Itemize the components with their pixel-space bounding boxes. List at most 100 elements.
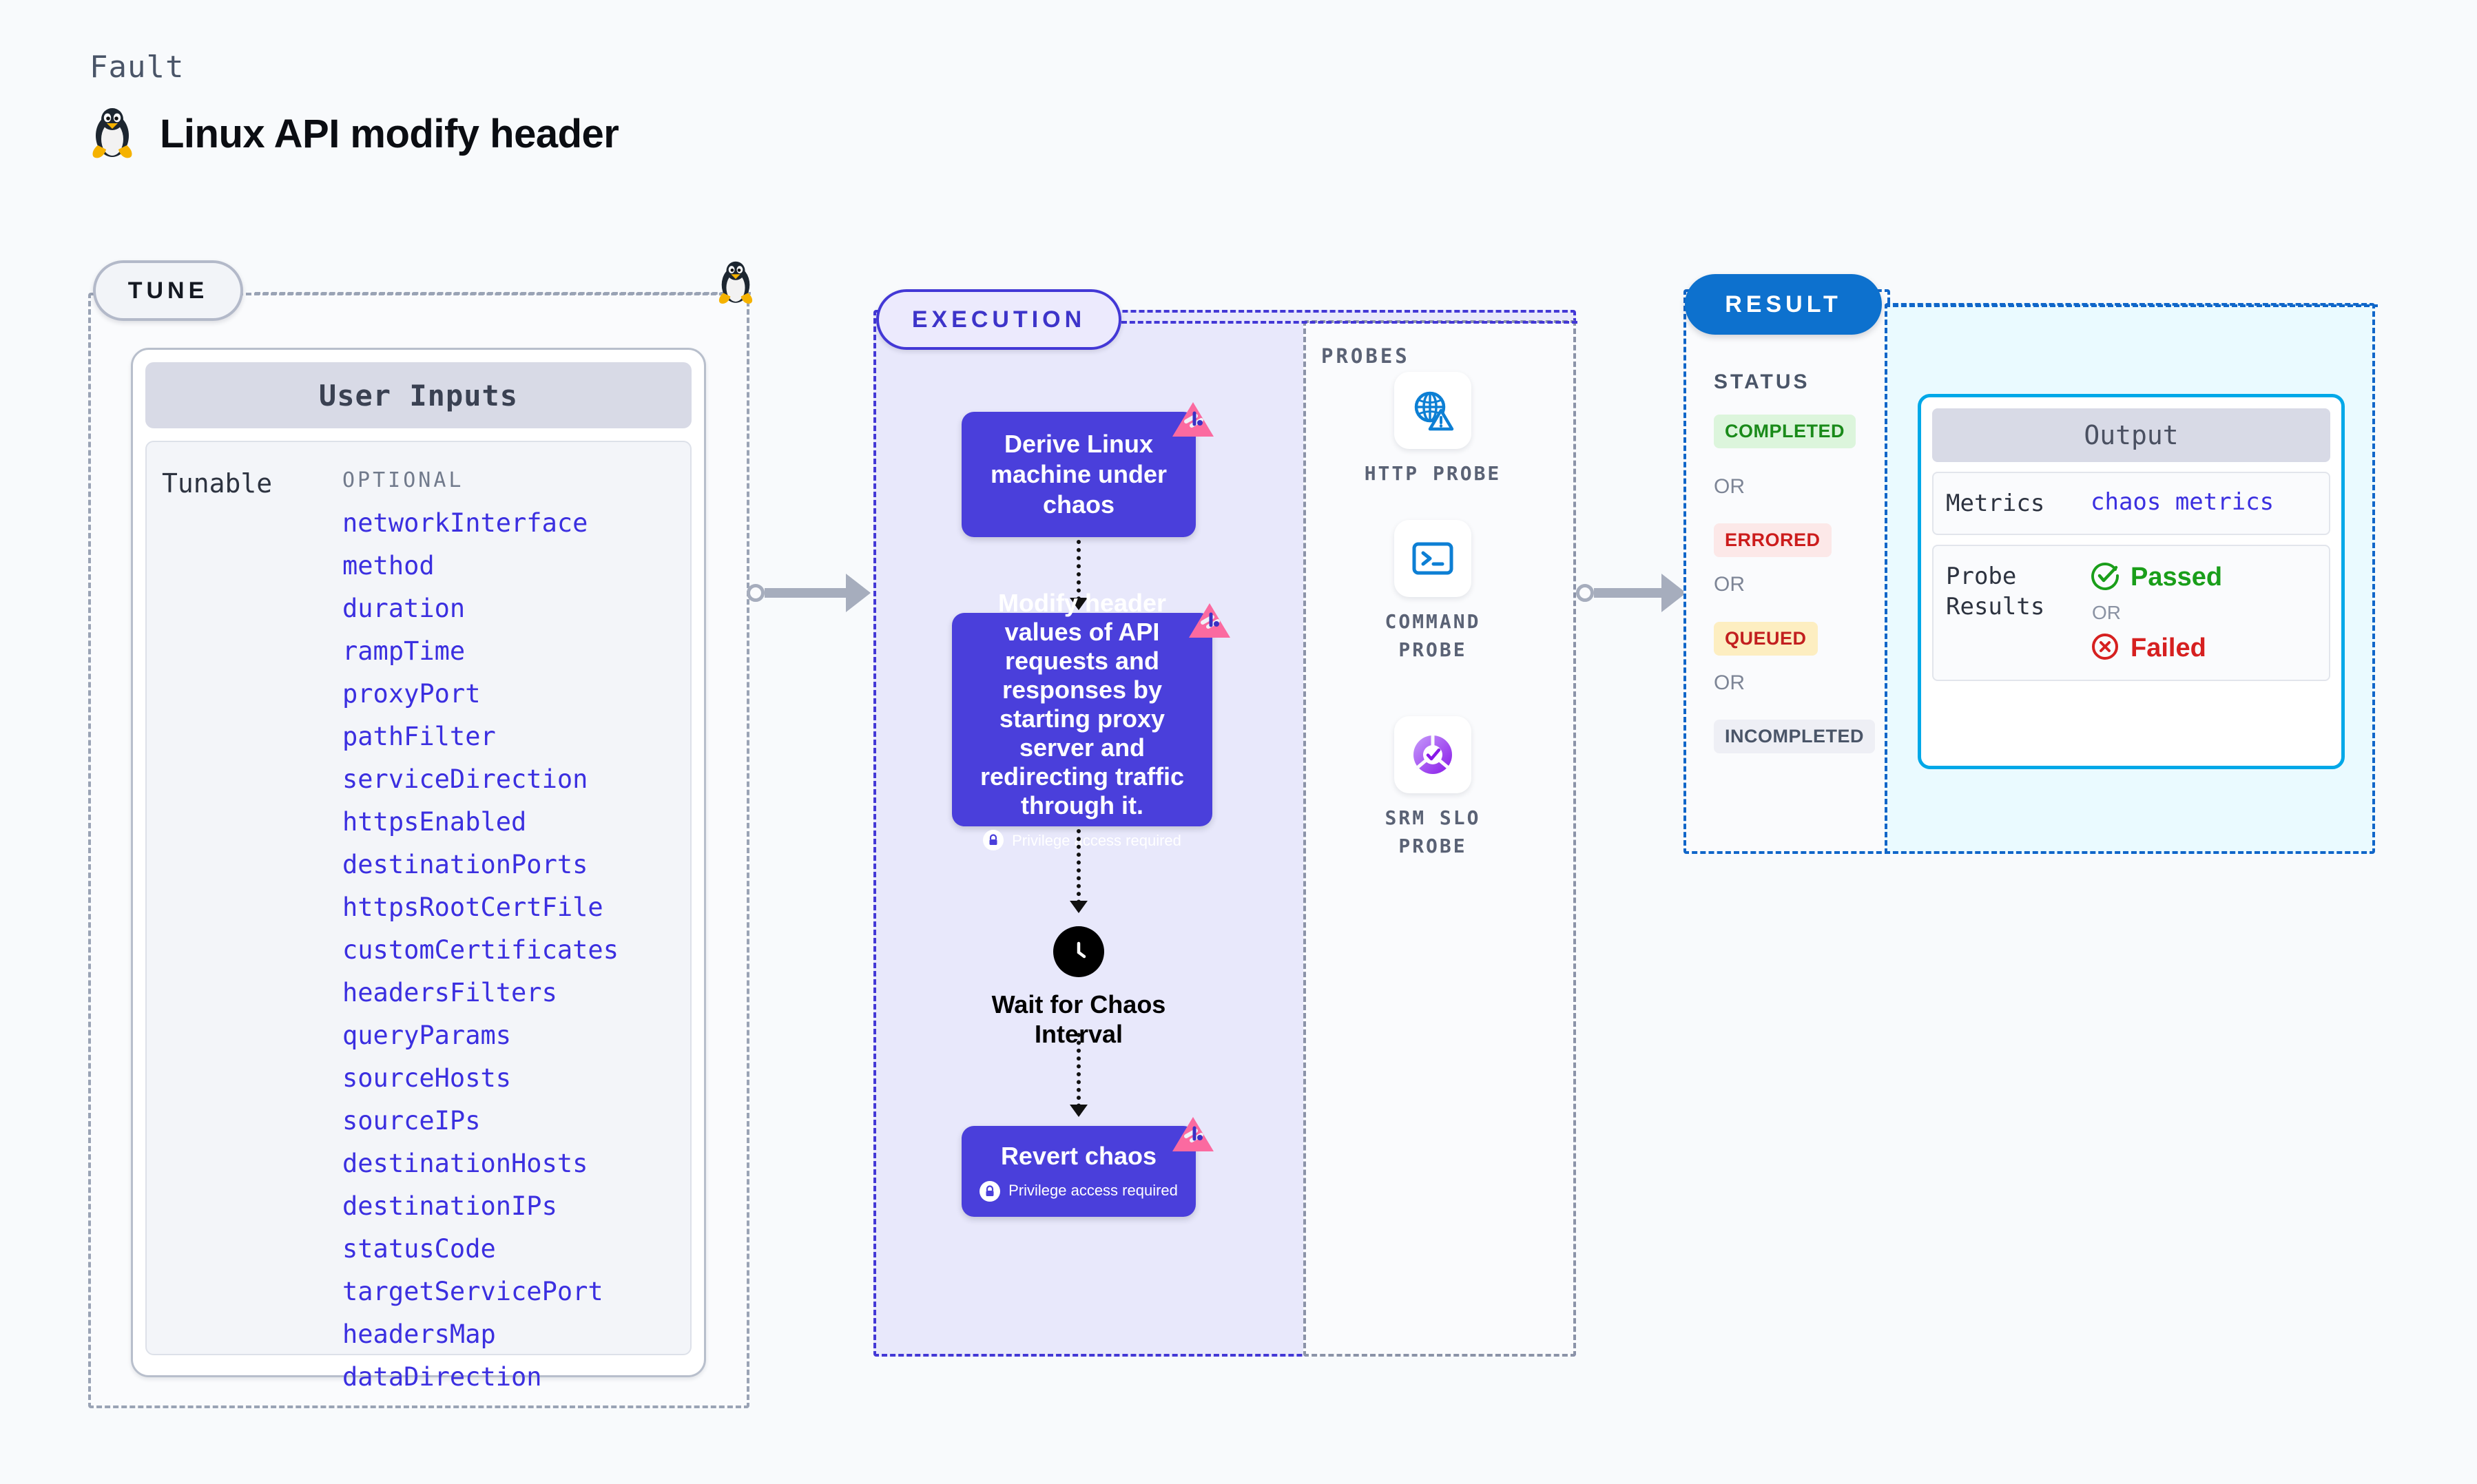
fault-kicker: Fault bbox=[90, 50, 185, 85]
output-probe-results-row: Probe Results Passed OR bbox=[1932, 545, 2330, 682]
param-item[interactable]: destinationPorts bbox=[342, 850, 588, 879]
tunable-label: Tunable bbox=[162, 468, 273, 499]
status-badge-queued: QUEUED bbox=[1714, 622, 1818, 656]
param-item[interactable]: queryParams bbox=[342, 1021, 512, 1050]
result-pill-connector bbox=[1885, 304, 2378, 307]
probes-subsection-container bbox=[1303, 320, 1576, 1357]
user-inputs-title: User Inputs bbox=[145, 362, 692, 428]
optional-label: OPTIONAL bbox=[342, 468, 464, 492]
param-item[interactable]: serviceDirection bbox=[342, 764, 588, 794]
flow-arrow-3 bbox=[1070, 1033, 1088, 1117]
probe-result-passed: Passed bbox=[2091, 561, 2317, 594]
globe-warning-icon bbox=[1394, 372, 1471, 449]
flow-node-wait-interval: Wait for Chaos Interval bbox=[962, 926, 1196, 1049]
output-title: Output bbox=[1932, 408, 2330, 462]
param-item[interactable]: httpsRootCertFile bbox=[342, 892, 603, 922]
flow-node-revert-chaos[interactable]: Revert chaos Privilege access required bbox=[962, 1126, 1196, 1217]
chaos-badge-icon bbox=[1171, 401, 1215, 441]
flow-node-modify-header[interactable]: Modify header values of API requests and… bbox=[952, 589, 1212, 851]
probe-label: HTTP PROBE bbox=[1364, 462, 1502, 485]
output-metrics-row: Metrics chaos metrics bbox=[1932, 472, 2330, 536]
param-item[interactable]: duration bbox=[342, 594, 466, 623]
connector-start-ring bbox=[747, 584, 765, 602]
param-item[interactable]: httpsEnabled bbox=[342, 807, 527, 837]
connector-bar bbox=[765, 588, 846, 598]
param-item[interactable]: sourceIPs bbox=[342, 1106, 481, 1136]
privilege-note: Privilege access required bbox=[980, 1180, 1178, 1202]
tune-to-execution-connector bbox=[747, 574, 871, 612]
probe-command[interactable]: COMMAND PROBE bbox=[1350, 520, 1515, 664]
execution-section-pill[interactable]: EXECUTION bbox=[876, 289, 1121, 350]
status-badge-incompleted: INCOMPLETED bbox=[1714, 720, 1876, 753]
param-item[interactable]: customCertificates bbox=[342, 935, 619, 965]
params-column: OPTIONAL networkInterface method duratio… bbox=[342, 468, 676, 1390]
connector-arrowhead bbox=[1661, 574, 1686, 612]
param-item[interactable]: rampTime bbox=[342, 636, 466, 666]
connector-bar bbox=[1594, 588, 1661, 598]
failed-label: Failed bbox=[2131, 634, 2206, 663]
terminal-icon bbox=[1394, 520, 1471, 597]
probe-label: COMMAND PROBE bbox=[1385, 610, 1481, 661]
execution-to-result-connector bbox=[1576, 574, 1686, 612]
probe-srm-slo[interactable]: SRM SLO PROBE bbox=[1350, 716, 1515, 860]
or-separator: OR bbox=[1714, 475, 1745, 498]
user-inputs-card: User Inputs Tunable OPTIONAL networkInte… bbox=[131, 348, 706, 1390]
status-badge-completed: COMPLETED bbox=[1714, 415, 1856, 448]
param-item[interactable]: networkInterface bbox=[342, 508, 588, 538]
or-separator: OR bbox=[1714, 671, 1745, 694]
param-item[interactable]: headersMap bbox=[342, 1319, 496, 1349]
result-section-container bbox=[1683, 289, 1890, 854]
connector-start-ring bbox=[1576, 584, 1594, 602]
param-item[interactable]: sourceHosts bbox=[342, 1063, 512, 1093]
status-title: STATUS bbox=[1714, 370, 1810, 393]
tune-linux-penguin-icon bbox=[716, 260, 755, 309]
chaos-badge-icon bbox=[1171, 1116, 1215, 1156]
execution-pill-connector bbox=[1121, 321, 1577, 324]
metrics-value[interactable]: chaos metrics bbox=[2091, 488, 2274, 516]
status-badge-errored: ERRORED bbox=[1714, 523, 1832, 557]
chaos-badge-icon bbox=[1188, 602, 1232, 642]
metrics-key: Metrics bbox=[1946, 490, 2045, 517]
slo-donut-check-icon bbox=[1394, 716, 1471, 793]
param-item[interactable]: destinationHosts bbox=[342, 1149, 588, 1178]
privilege-note: Privilege access required bbox=[983, 830, 1181, 851]
flow-node-label: Modify header values of API requests and… bbox=[980, 588, 1185, 820]
param-item[interactable]: headersFilters bbox=[342, 978, 557, 1007]
privilege-note-text: Privilege access required bbox=[1012, 831, 1181, 849]
param-item[interactable]: method bbox=[342, 551, 435, 581]
tune-pill-connector bbox=[255, 292, 751, 295]
passed-label: Passed bbox=[2131, 563, 2223, 592]
flow-node-derive-machine[interactable]: Derive Linux machine under chaos bbox=[962, 412, 1196, 537]
lock-icon bbox=[980, 1180, 1001, 1202]
probe-http[interactable]: HTTP PROBE bbox=[1350, 372, 1515, 488]
tune-section-pill[interactable]: TUNE bbox=[93, 260, 243, 321]
privilege-note-text: Privilege access required bbox=[1008, 1182, 1178, 1200]
clock-icon bbox=[1053, 926, 1104, 977]
linux-penguin-icon bbox=[90, 107, 135, 160]
result-section-pill[interactable]: RESULT bbox=[1685, 274, 1882, 335]
param-item[interactable]: pathFilter bbox=[342, 722, 496, 751]
param-item[interactable]: dataDirection bbox=[342, 1362, 542, 1392]
user-inputs-body: Tunable OPTIONAL networkInterface method… bbox=[145, 441, 692, 1390]
check-circle-icon bbox=[2091, 561, 2120, 594]
page-title-row: Linux API modify header bbox=[90, 107, 619, 160]
flow-node-label: Revert chaos bbox=[1000, 1142, 1157, 1171]
flow-node-label: Derive Linux machine under chaos bbox=[990, 430, 1168, 519]
connector-arrowhead bbox=[846, 574, 871, 612]
lock-icon bbox=[983, 830, 1004, 851]
param-item[interactable]: targetServicePort bbox=[342, 1277, 603, 1306]
page-title: Linux API modify header bbox=[160, 111, 619, 156]
probe-label: SRM SLO PROBE bbox=[1385, 806, 1481, 857]
param-item[interactable]: destinationIPs bbox=[342, 1191, 557, 1221]
output-card: Output Metrics chaos metrics Probe Resul… bbox=[1918, 394, 2345, 769]
probes-title: PROBES bbox=[1321, 344, 1410, 368]
param-item[interactable]: proxyPort bbox=[342, 679, 481, 709]
probe-result-failed: Failed bbox=[2091, 632, 2317, 665]
or-separator: OR bbox=[2092, 602, 2121, 624]
probe-results-key: Probe Results bbox=[1946, 563, 2045, 621]
flow-arrow-2 bbox=[1070, 829, 1088, 913]
tunable-column: Tunable bbox=[162, 468, 342, 1340]
x-circle-icon bbox=[2091, 632, 2120, 665]
param-item[interactable]: statusCode bbox=[342, 1234, 496, 1264]
